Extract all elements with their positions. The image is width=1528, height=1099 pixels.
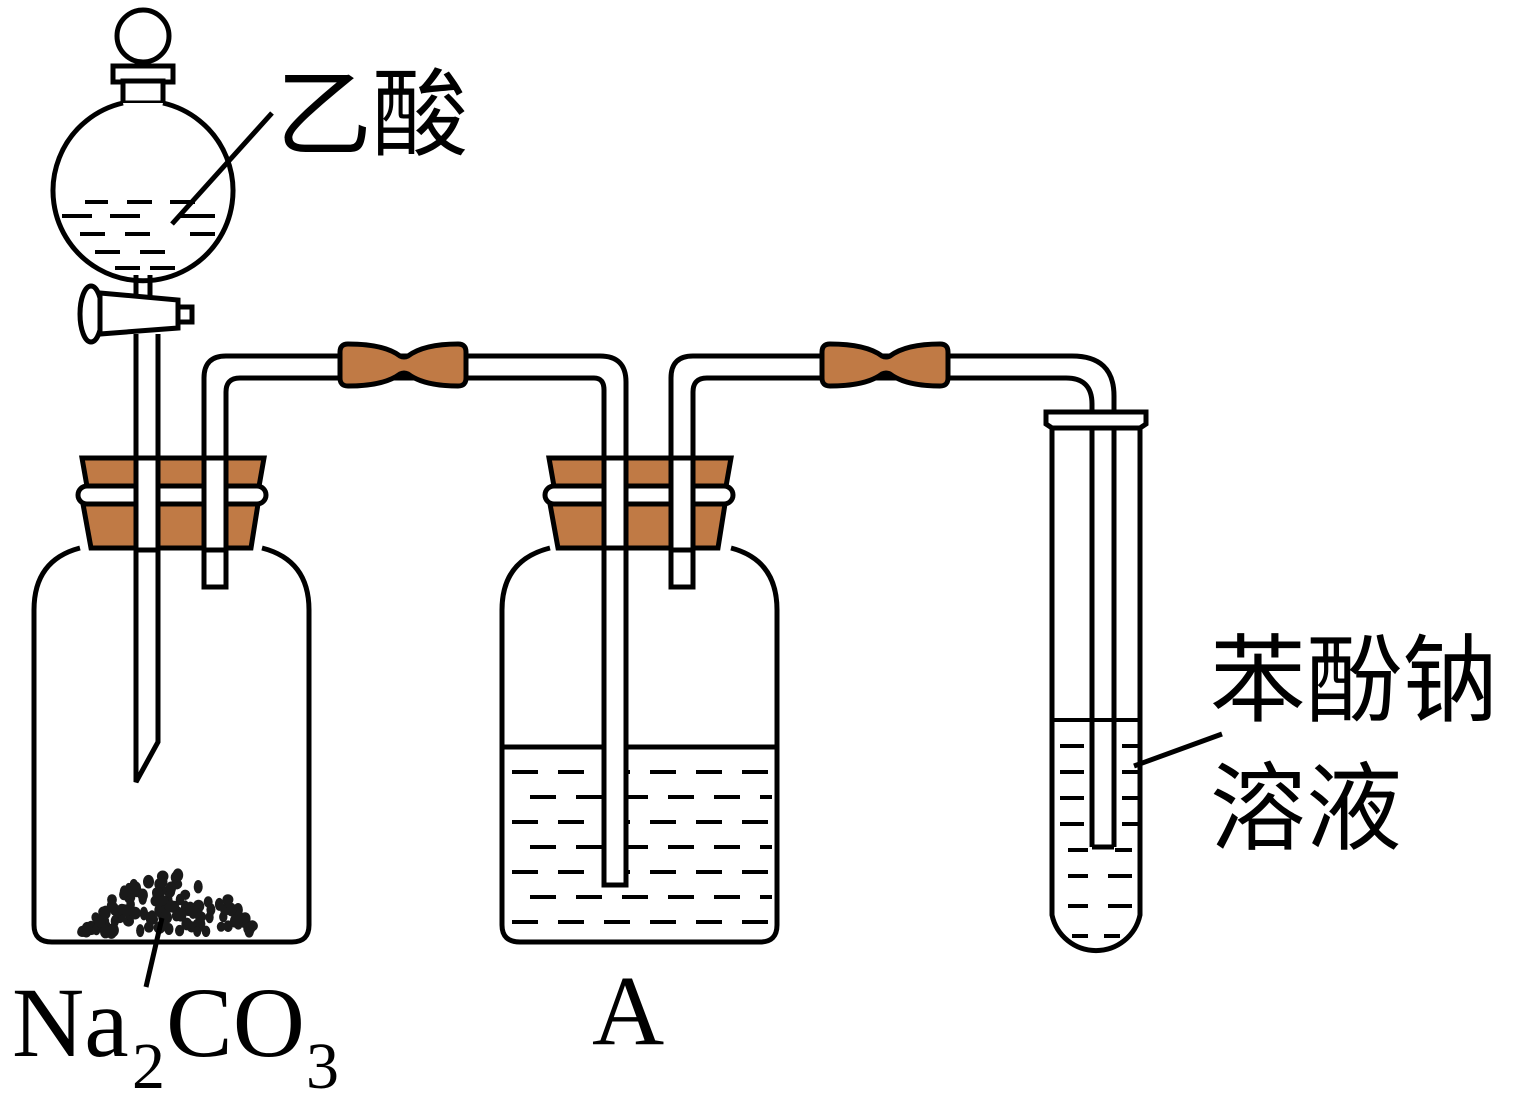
solid-granule [165,881,177,895]
funnel-bulb [50,100,236,284]
acetic-acid-pointer [170,111,274,226]
test-tube-liquid [1054,718,1138,938]
solid-granule [193,926,202,937]
na2co3-label-na: Na [12,967,129,1078]
solid-granule [193,880,203,894]
solid-granule [226,902,237,917]
solid-granule [152,887,163,898]
phenoxide-pointer [1133,731,1223,769]
test-tube-lip [1043,409,1149,431]
solid-granule [143,874,154,889]
bottle-a-liquid [512,770,772,924]
funnel-liquid [62,200,215,270]
rubber-hose-1 [337,341,469,389]
solid-granule [145,911,155,925]
phenoxide-label-line1: 苯酚钠 [1210,625,1498,737]
na2co3-label-co: CO [166,967,305,1078]
bottle-a-body [499,545,780,945]
solid-granule [229,914,240,928]
na2co3-label-sub3: 3 [306,1030,339,1099]
solid-granule [244,926,254,938]
solid-granule [222,894,234,905]
solid-granule [180,889,191,900]
solid-granule [216,921,226,932]
sodium-carbonate-solid [77,868,258,939]
solid-granule [94,917,106,928]
solid-granule [201,925,211,937]
solid-granule [164,899,177,913]
solid-granule [119,885,129,899]
solid-granule [205,911,214,924]
solid-granule [181,917,193,931]
solid-granule [122,905,131,918]
solid-granule [175,908,187,922]
test-tube-body [1049,428,1143,954]
solid-granule [170,871,180,884]
stopper-a [542,455,736,551]
rubber-hose-2 [819,341,951,389]
solid-granule [129,906,141,920]
connector-tube-2 [668,353,1117,850]
funnel-neck [120,78,166,106]
stopper-generator [75,455,269,551]
funnel-stem [133,334,161,784]
solid-granule [156,877,167,888]
phenoxide-label-line2: 溶液 [1210,753,1402,865]
stopcock [77,283,195,345]
na2co3-label-sub2: 2 [132,1030,165,1099]
solid-granule [136,924,145,938]
na2co3-pointer [143,917,165,988]
solid-granule [106,899,117,913]
solid-granule [81,921,93,935]
solid-granule [137,888,148,902]
solid-granule [129,878,138,889]
test-tube [1043,409,1149,954]
solid-granule [214,897,224,911]
solid-granule [175,924,185,937]
bottle-a-label: A [592,955,664,1066]
solid-granule [100,925,111,939]
acetic-acid-label: 乙酸 [276,59,468,171]
bottle-a [499,517,780,945]
bottle-generator-body [31,545,312,945]
funnel-knob [114,7,172,65]
solid-granule [195,911,207,923]
solid-granule [110,915,119,928]
connector-tube-1 [201,353,629,888]
